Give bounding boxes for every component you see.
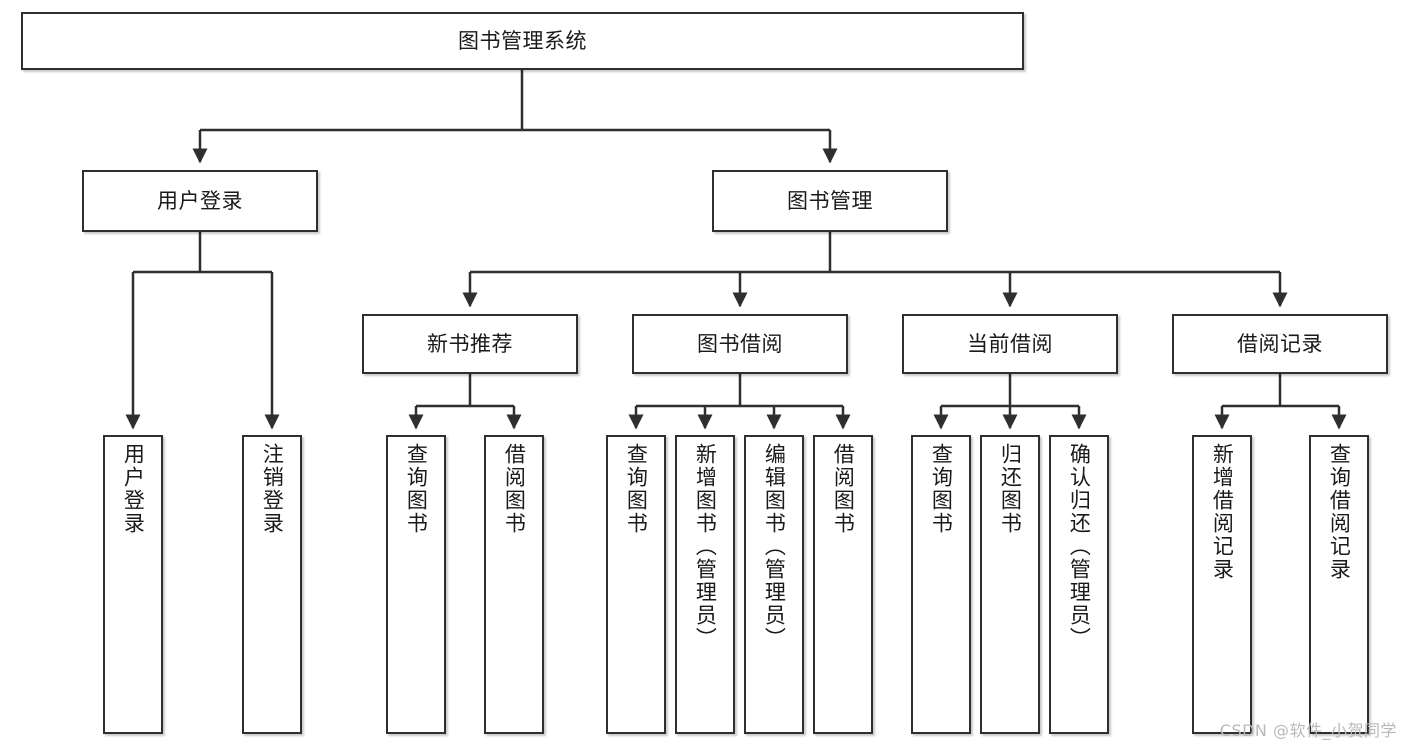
node-leaf-add-book-label: 新增图书（管理员） — [693, 443, 718, 650]
node-root[interactable]: 图书管理系统 — [21, 12, 1024, 70]
node-leaf-edit-book-label: 编辑图书（管理员） — [762, 443, 787, 650]
node-leaf-query-book-3[interactable]: 查询图书 — [911, 435, 971, 734]
node-book-manage-label: 图书管理 — [787, 188, 873, 213]
node-new-book-recommend[interactable]: 新书推荐 — [362, 314, 578, 374]
node-leaf-add-record[interactable]: 新增借阅记录 — [1192, 435, 1252, 734]
node-leaf-confirm-return-label: 确认归还（管理员） — [1067, 443, 1092, 650]
node-user-login-label: 用户登录 — [157, 188, 243, 213]
node-leaf-add-record-label: 新增借阅记录 — [1210, 443, 1235, 581]
node-leaf-edit-book[interactable]: 编辑图书（管理员） — [744, 435, 804, 734]
node-leaf-query-book-1-label: 查询图书 — [404, 443, 429, 535]
node-leaf-user-logout[interactable]: 注销登录 — [242, 435, 302, 734]
node-user-login[interactable]: 用户登录 — [82, 170, 318, 232]
node-book-borrow[interactable]: 图书借阅 — [632, 314, 848, 374]
node-leaf-borrow-book-1-label: 借阅图书 — [502, 443, 527, 535]
node-leaf-user-login-label: 用户登录 — [121, 443, 146, 535]
node-leaf-add-book[interactable]: 新增图书（管理员） — [675, 435, 735, 734]
node-borrow-record[interactable]: 借阅记录 — [1172, 314, 1388, 374]
node-leaf-query-record-label: 查询借阅记录 — [1327, 443, 1352, 581]
node-current-borrow[interactable]: 当前借阅 — [902, 314, 1118, 374]
node-current-borrow-label: 当前借阅 — [967, 331, 1053, 356]
node-book-manage[interactable]: 图书管理 — [712, 170, 948, 232]
node-leaf-query-record[interactable]: 查询借阅记录 — [1309, 435, 1369, 734]
node-leaf-query-book-2[interactable]: 查询图书 — [606, 435, 666, 734]
node-leaf-query-book-3-label: 查询图书 — [929, 443, 954, 535]
node-leaf-borrow-book-1[interactable]: 借阅图书 — [484, 435, 544, 734]
node-new-book-recommend-label: 新书推荐 — [427, 331, 513, 356]
node-borrow-record-label: 借阅记录 — [1237, 331, 1323, 356]
node-book-borrow-label: 图书借阅 — [697, 331, 783, 356]
node-leaf-return-book-label: 归还图书 — [998, 443, 1023, 535]
node-leaf-user-login[interactable]: 用户登录 — [103, 435, 163, 734]
node-leaf-borrow-book-2[interactable]: 借阅图书 — [813, 435, 873, 734]
node-leaf-user-logout-label: 注销登录 — [260, 443, 285, 535]
node-leaf-borrow-book-2-label: 借阅图书 — [831, 443, 856, 535]
watermark-text: CSDN @软件_小贺同学 — [1219, 721, 1397, 740]
node-leaf-return-book[interactable]: 归还图书 — [980, 435, 1040, 734]
node-root-label: 图书管理系统 — [458, 28, 587, 53]
node-leaf-query-book-1[interactable]: 查询图书 — [386, 435, 446, 734]
node-leaf-confirm-return[interactable]: 确认归还（管理员） — [1049, 435, 1109, 734]
node-leaf-query-book-2-label: 查询图书 — [624, 443, 649, 535]
